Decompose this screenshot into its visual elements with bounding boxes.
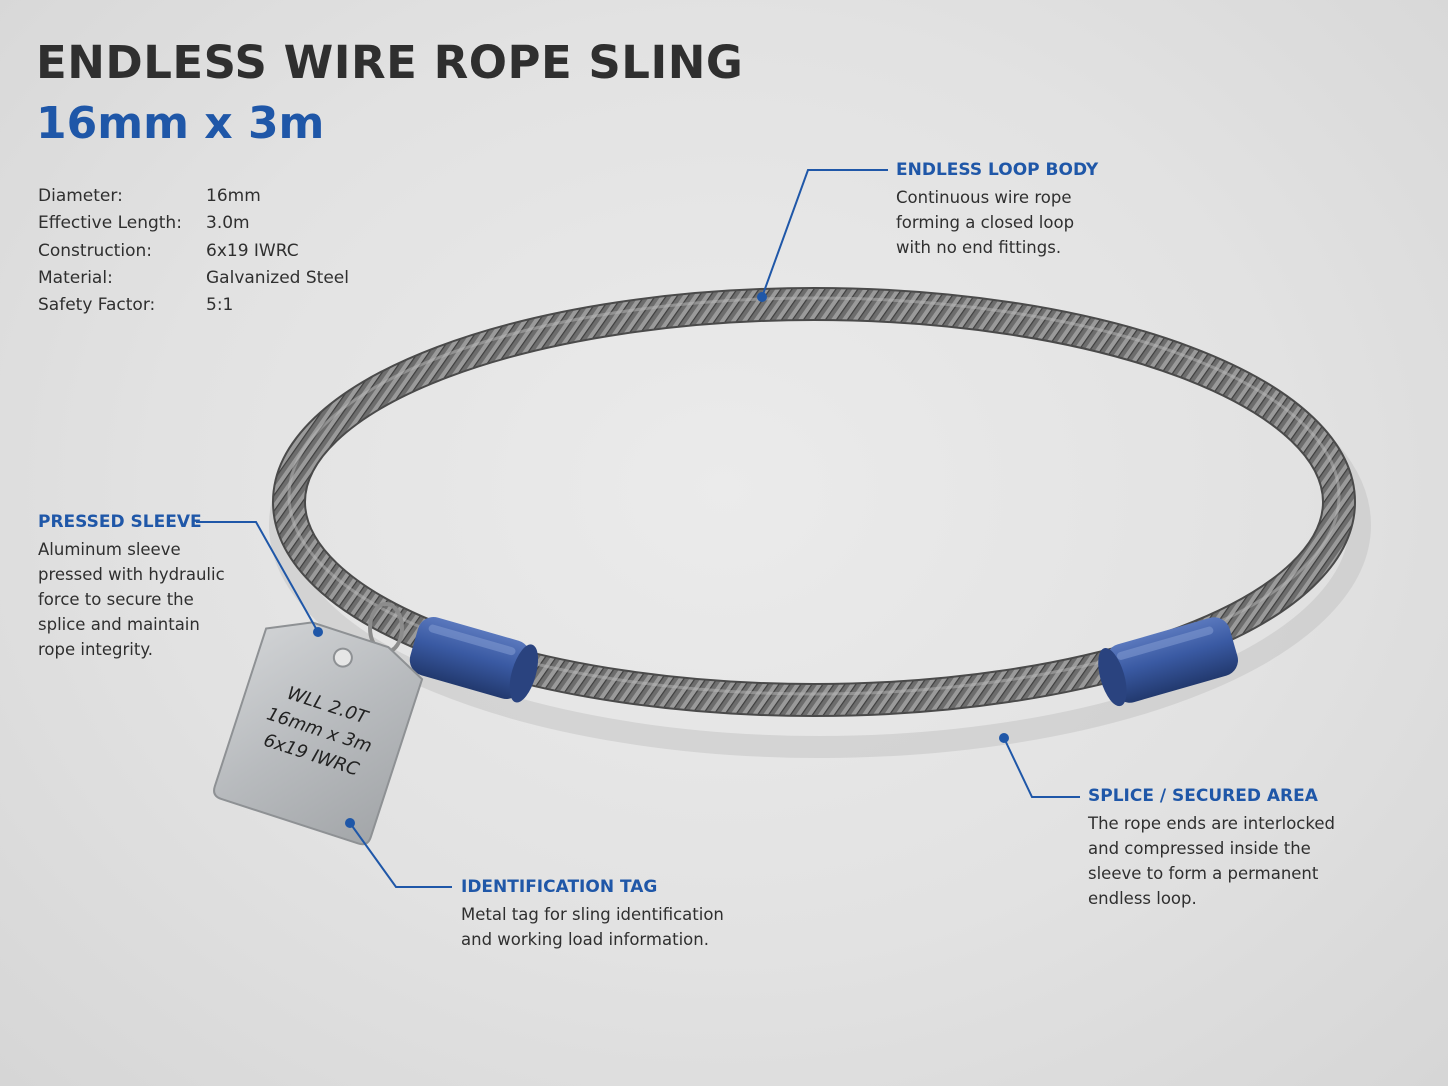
spec-label: Material:: [38, 267, 113, 288]
callout-text: with no end fittings.: [896, 238, 1062, 257]
callout-title: PRESSED SLEEVE: [38, 512, 202, 532]
callout-text: splice and maintain: [38, 615, 200, 634]
callout-splice: SPLICE / SECURED AREA The rope ends are …: [1088, 784, 1335, 911]
pressed-sleeve-right: [1098, 617, 1238, 707]
callout-text: and working load information.: [461, 930, 709, 949]
callout-text: pressed with hydraulic: [38, 565, 225, 584]
spec-row: Safety Factor: 5:1: [38, 295, 349, 322]
leader-dots: [313, 292, 1009, 828]
callout-text: force to secure the: [38, 590, 194, 609]
page-subtitle: 16mm x 3m: [36, 98, 325, 149]
callout-title: ENDLESS LOOP BODY: [896, 160, 1099, 180]
callout-text: Metal tag for sling identification: [461, 905, 724, 924]
callout-title: IDENTIFICATION TAG: [461, 877, 658, 897]
pressed-sleeve-left: [409, 616, 539, 703]
spec-label: Effective Length:: [38, 213, 182, 234]
callout-text: sleeve to form a permanent: [1088, 864, 1319, 883]
leader-dot-pressed-sleeve: [313, 627, 323, 637]
callout-text: Continuous wire rope: [896, 188, 1072, 207]
wire-rope-loop: [272, 287, 1356, 717]
callout-text: endless loop.: [1088, 889, 1197, 908]
spec-value: 3.0m: [206, 213, 250, 234]
spec-row: Construction: 6x19 IWRC: [38, 241, 349, 268]
leader-splice: [1003, 737, 1080, 798]
page-title: ENDLESS WIRE ROPE SLING: [36, 36, 744, 89]
leader-dot-loop-body: [757, 292, 767, 302]
spec-label: Construction:: [38, 240, 152, 261]
leader-loop-body: [761, 169, 888, 298]
leader-id-tag: [349, 822, 452, 888]
callout-title: SPLICE / SECURED AREA: [1088, 786, 1318, 806]
spec-value: Galvanized Steel: [206, 267, 349, 288]
leader-dot-splice: [999, 733, 1009, 743]
spec-label: Diameter:: [38, 186, 123, 206]
identification-tag: WLL 2.0T 16mm x 3m 6x19 IWRC: [213, 621, 424, 846]
spec-label: Safety Factor:: [38, 295, 156, 316]
callout-text: The rope ends are interlocked: [1088, 814, 1335, 833]
callout-text: forming a closed loop: [896, 213, 1075, 232]
leader-lines: [196, 169, 1080, 888]
spec-row: Effective Length: 3.0m: [38, 213, 349, 240]
callout-id-tag: IDENTIFICATION TAG Metal tag for sling i…: [461, 875, 724, 952]
leader-dot-id-tag: [345, 818, 355, 828]
spec-row: Diameter: 16mm: [38, 186, 349, 213]
spec-value: 6x19 IWRC: [206, 240, 299, 261]
spec-value: 5:1: [206, 295, 234, 316]
spec-list: Diameter: 16mm Effective Length: 3.0m Co…: [38, 186, 349, 322]
leader-pressed-sleeve: [196, 521, 319, 633]
spec-row: Material: Galvanized Steel: [38, 268, 349, 295]
spec-value: 16mm: [206, 186, 261, 206]
callout-pressed-sleeve: PRESSED SLEEVE Aluminum sleeve pressed w…: [38, 510, 225, 662]
callout-loop-body: ENDLESS LOOP BODY Continuous wire rope f…: [896, 158, 1098, 260]
callout-text: Aluminum sleeve: [38, 540, 181, 559]
callout-text: rope integrity.: [38, 640, 154, 659]
callout-text: and compressed inside the: [1088, 839, 1311, 858]
